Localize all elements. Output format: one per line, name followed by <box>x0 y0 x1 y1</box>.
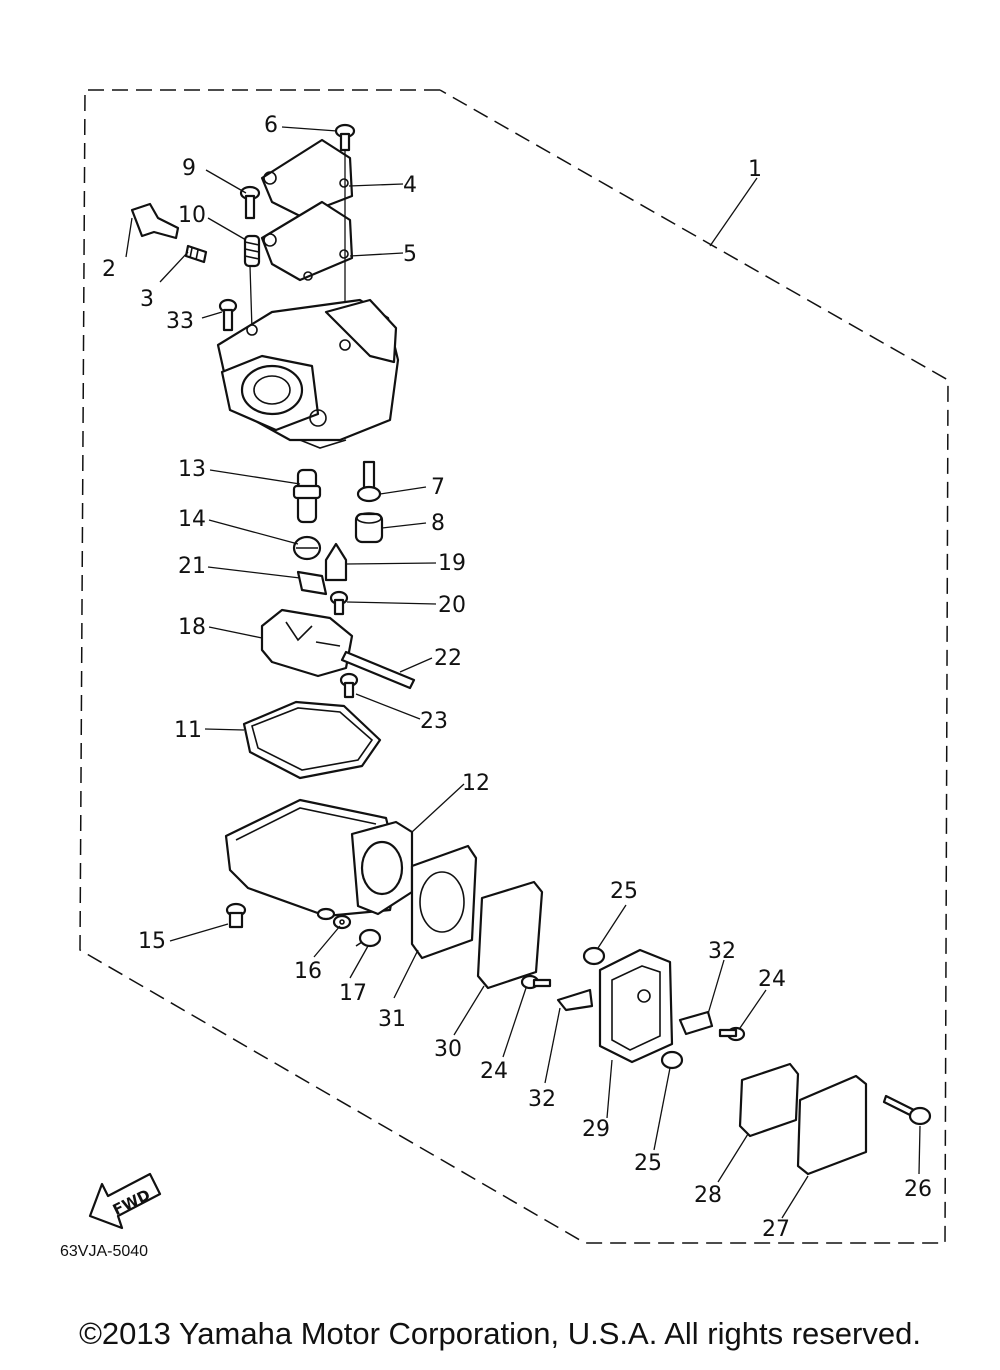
washer-16 <box>332 914 352 930</box>
drain-screw-15 <box>225 902 247 929</box>
callout-7: 7 <box>431 475 445 500</box>
callout-21: 21 <box>178 554 206 579</box>
carburetor-body <box>216 298 400 449</box>
callout-18: 18 <box>178 615 206 640</box>
callout-33: 33 <box>166 309 194 334</box>
callout-10: 10 <box>178 203 206 228</box>
diaphragm-30 <box>476 880 544 990</box>
callout-2: 2 <box>102 257 116 282</box>
callout-9: 9 <box>182 156 196 181</box>
callout-25-bottom: 25 <box>634 1151 662 1176</box>
callout-31: 31 <box>378 1007 406 1032</box>
screw-20 <box>329 590 349 616</box>
screw-23 <box>339 672 359 699</box>
float-18 <box>260 608 354 678</box>
clip-21 <box>296 570 328 596</box>
callout-24-left: 24 <box>480 1059 508 1084</box>
valve-32-right <box>678 1010 714 1036</box>
screw-9 <box>239 185 261 220</box>
pilot-screw-2 <box>130 202 180 240</box>
nut-25-bottom <box>660 1050 684 1070</box>
callout-32-left: 32 <box>528 1087 556 1112</box>
pump-body-29 <box>598 948 674 1064</box>
callout-17: 17 <box>339 981 367 1006</box>
callout-16: 16 <box>294 959 322 984</box>
bolt-26 <box>882 1094 932 1126</box>
callout-30: 30 <box>434 1037 462 1062</box>
screw-24-left <box>520 974 552 990</box>
callout-labels: 1 2 3 4 5 6 7 8 9 10 11 12 13 14 15 16 1… <box>102 113 932 1242</box>
callout-5: 5 <box>403 242 417 267</box>
callout-1: 1 <box>748 157 762 182</box>
gasket-31 <box>410 844 478 960</box>
exploded-view-svg: 1 2 3 4 5 6 7 8 9 10 11 12 13 14 15 16 1… <box>60 89 949 1260</box>
callout-23: 23 <box>420 709 448 734</box>
callout-29: 29 <box>582 1117 610 1142</box>
screw-6 <box>334 123 356 152</box>
callout-14: 14 <box>178 507 206 532</box>
assembly-boundary <box>79 89 949 1244</box>
screw-33 <box>218 298 238 332</box>
callout-4: 4 <box>403 173 417 198</box>
callout-15: 15 <box>138 929 166 954</box>
gasket-11 <box>242 700 382 780</box>
valve-32-left <box>556 988 594 1012</box>
pump-cover-27 <box>796 1074 868 1176</box>
callout-32-right: 32 <box>708 939 736 964</box>
callout-27: 27 <box>762 1217 790 1242</box>
callout-22: 22 <box>434 646 462 671</box>
needle-valve-19 <box>324 542 348 582</box>
main-nozzle-13 <box>292 468 322 524</box>
float-chamber-12 <box>224 798 414 921</box>
callout-6: 6 <box>264 113 278 138</box>
screw-24-right <box>718 1026 746 1042</box>
screw-17 <box>355 928 382 948</box>
fwd-arrow-icon: FWD <box>88 1172 162 1230</box>
float-pin-22 <box>340 650 416 690</box>
callout-13: 13 <box>178 457 206 482</box>
leader-lines <box>125 126 921 1219</box>
callout-20: 20 <box>438 593 466 618</box>
callout-24-right: 24 <box>758 967 786 992</box>
pilot-jet-7 <box>356 460 382 503</box>
copyright-notice: ©2013 Yamaha Motor Corporation, U.S.A. A… <box>79 1316 921 1351</box>
plug-8 <box>354 512 384 544</box>
spring-3 <box>184 244 208 264</box>
figure-code: 63VJA-5040 <box>60 1243 148 1260</box>
nut-25-top <box>582 946 606 966</box>
callout-12: 12 <box>462 771 490 796</box>
callout-28: 28 <box>694 1183 722 1208</box>
callout-8: 8 <box>431 511 445 536</box>
callout-25-top: 25 <box>610 879 638 904</box>
callout-19: 19 <box>438 551 466 576</box>
main-jet-14 <box>292 535 322 561</box>
cover-plate-4 <box>260 138 354 218</box>
callout-3: 3 <box>140 287 154 312</box>
gasket-5 <box>260 200 354 282</box>
callout-26: 26 <box>904 1177 932 1202</box>
diaphragm-28 <box>738 1062 800 1138</box>
spring-10 <box>243 234 261 268</box>
callout-11: 11 <box>174 718 202 743</box>
